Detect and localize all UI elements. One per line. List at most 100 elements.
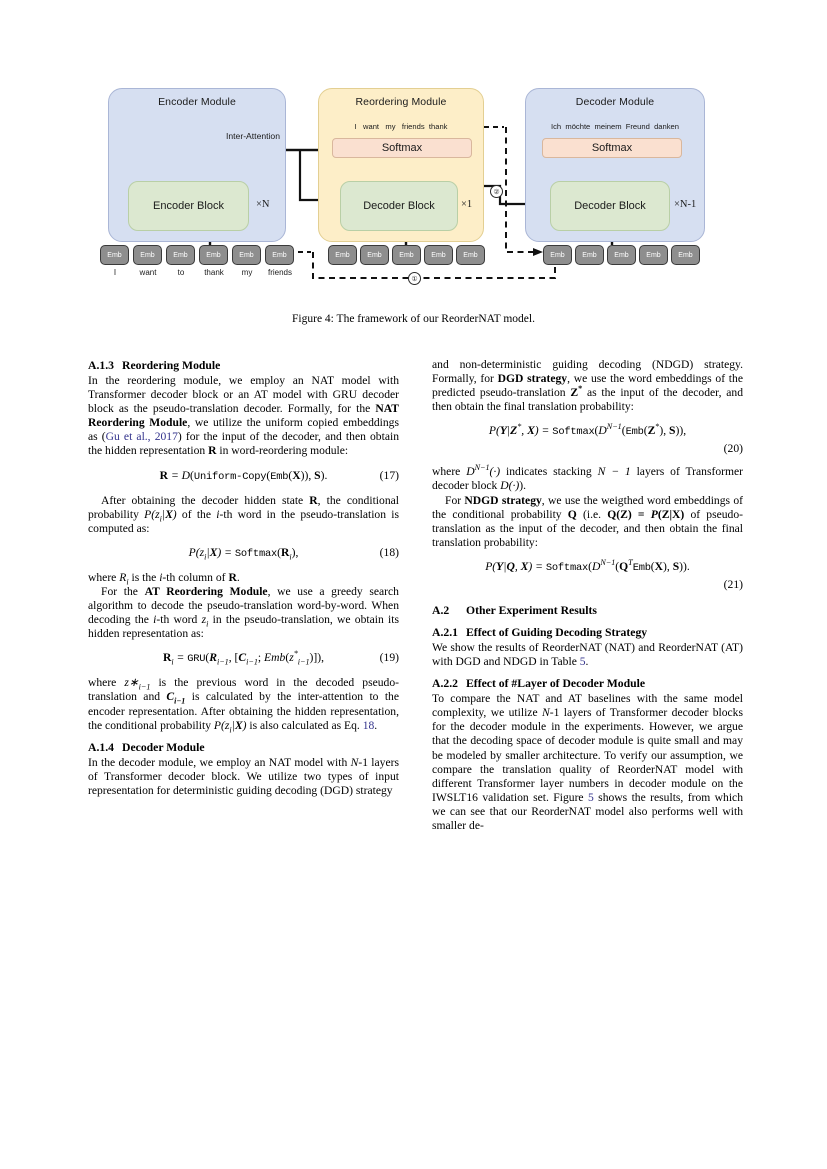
pseudo-token: my xyxy=(385,122,396,131)
encoder-repeat-label: ×N xyxy=(256,199,270,210)
target-token: meinem xyxy=(594,122,622,131)
paragraph-at-reordering: For the AT Reordering Module, we use a g… xyxy=(88,585,399,641)
text-run: For the xyxy=(101,584,145,598)
math-symbol-C: Ci−1 xyxy=(166,690,186,706)
emb-box: Emb xyxy=(232,245,261,265)
heading-a-2-1-number: A.2.1 xyxy=(432,625,458,639)
text-run: shows the results, from which we can see… xyxy=(432,790,743,832)
heading-a-2-1-title: Effect of Guiding Decoding Strategy xyxy=(466,625,648,639)
text-bold-at-reordering-module: AT Reordering Module xyxy=(144,584,268,598)
heading-a-1-3: A.1.3 Reordering Module xyxy=(88,358,399,373)
text-run: is also calculated as Eq. xyxy=(246,718,363,732)
equation-18: P(zi|X) = Softmax(Ri), (18) xyxy=(188,545,399,562)
decoder-softmax-box: Softmax xyxy=(542,138,682,158)
pseudo-token: friends xyxy=(401,122,425,131)
reordering-decoder-block: Decoder Block xyxy=(340,181,458,231)
flow-marker-1: ① xyxy=(408,272,421,285)
paragraph-where-D: where DN−1(·) indicates stacking N − 1 l… xyxy=(432,464,743,493)
emb-box: Emb xyxy=(265,245,294,265)
math-symbol-N: N xyxy=(350,755,359,769)
decoder-module-title: Decoder Module xyxy=(575,96,655,108)
equation-17: R = D(Uniform-Copy(Emb(X)), S). (17) xyxy=(159,468,399,483)
text-bold-dgd-strategy: DGD strategy xyxy=(497,372,568,386)
text-run: To compare the NAT and AT baselines with… xyxy=(432,692,743,720)
encoder-module-title: Encoder Module xyxy=(158,96,236,108)
emb-box: Emb xyxy=(100,245,129,265)
paragraph-reordering-intro: In the reordering module, we employ an N… xyxy=(88,374,399,459)
emb-box: Emb xyxy=(639,245,668,265)
equation-18-tag: (18) xyxy=(379,545,399,559)
paragraph-layer-count-analysis: To compare the NAT and AT baselines with… xyxy=(432,692,743,833)
equation-17-tag: (17) xyxy=(379,468,399,482)
text-bold-nat-reordering-module: NAT Reordering Module xyxy=(88,402,399,430)
text-run: where xyxy=(432,465,467,479)
emb-box: Emb xyxy=(543,245,572,265)
emb-box: Emb xyxy=(199,245,228,265)
pseudo-token: I xyxy=(354,122,357,131)
equation-20-tag: (20) xyxy=(723,442,743,456)
text-run: indicates stacking xyxy=(500,465,598,479)
heading-a-1-4-number: A.1.4 xyxy=(88,740,114,754)
emb-box: Emb xyxy=(133,245,162,265)
math-symbol-Z-star: Z* xyxy=(570,384,583,400)
text-run: , we use a greedy search algorithm to de… xyxy=(88,584,399,627)
math-symbol-zi: zi xyxy=(201,613,209,629)
source-token: want xyxy=(139,268,157,277)
text-run: -th column of xyxy=(162,570,229,584)
emb-box: Emb xyxy=(575,245,604,265)
pseudo-token: thank xyxy=(428,122,448,131)
math-symbol-R: R xyxy=(309,493,318,507)
source-token: thank xyxy=(204,268,224,277)
text-run: in the pseudo-translation, we obtain its… xyxy=(88,613,399,641)
equation-20: P(Y|Z*, X) = Softmax(DN−1(Emb(Z*), S)), … xyxy=(432,423,743,456)
heading-a-1-3-number: A.1.3 xyxy=(88,359,114,372)
text-run: as the input of the decoder, and then ob… xyxy=(432,386,743,414)
emb-box: Emb xyxy=(456,245,485,265)
math-prob-inline: P(zi|X) xyxy=(144,507,177,523)
emb-box: Emb xyxy=(360,245,389,265)
decoder-output-sequence: Ich möchte meinem Freund danken xyxy=(525,122,705,131)
text-run: -1 layers of Transformer decoder blocks … xyxy=(432,706,743,804)
text-run: . xyxy=(236,570,240,584)
emb-box: Emb xyxy=(424,245,453,265)
equation-19: Ri = GRU(Ri−1, [Ci−1; Emb(z*i−1)]), (19) xyxy=(162,649,399,667)
decoder-repeat-label: ×N-1 xyxy=(674,199,697,210)
encoder-block: Encoder Block xyxy=(128,181,249,231)
heading-a-1-4: A.1.4 Decoder Module xyxy=(88,740,399,755)
emb-box: Emb xyxy=(328,245,357,265)
text-run: ) for the input of the decoder, and then… xyxy=(88,430,399,458)
citation-link[interactable]: Gu et al., 2017 xyxy=(105,430,178,444)
text-run: -th word xyxy=(156,613,202,627)
text-run: layers of Transformer decoder block xyxy=(432,465,743,493)
equation-reference-link[interactable]: 18 xyxy=(362,718,375,732)
text-run: (i.e. xyxy=(576,507,608,521)
paragraph-where-ri: where Ri is the i-th column of R. xyxy=(88,570,399,586)
reordering-softmax-box: Softmax xyxy=(332,138,472,158)
right-text-column: and non-deterministic guiding decoding (… xyxy=(432,358,743,833)
emb-box: Emb xyxy=(607,245,636,265)
text-run: of pseudo-translation as the input of th… xyxy=(432,507,743,549)
text-run: ). xyxy=(519,479,527,493)
math-symbol-i: i xyxy=(216,507,220,521)
text-run: is the previous word in the decoded pseu… xyxy=(88,676,399,704)
paragraph-ndgd-strategy: For NDGD strategy, we use the weigthed w… xyxy=(432,494,743,550)
paragraph-hidden-state: After obtaining the decoder hidden state… xyxy=(88,494,399,536)
emb-box: Emb xyxy=(392,245,421,265)
math-symbol-N: N xyxy=(542,706,550,720)
paragraph-decoder-module: In the decoder module, we employ an NAT … xyxy=(88,756,399,798)
math-symbol-QZ: Q(Z) = P(Z|X) xyxy=(607,507,685,521)
source-token: friends xyxy=(267,268,292,277)
table-reference-link[interactable]: 5 xyxy=(579,655,586,669)
left-text-column: A.1.3 Reordering Module In the reordering… xyxy=(88,358,399,798)
heading-a-2-number: A.2 xyxy=(432,603,450,617)
math-symbol-i: i xyxy=(153,613,157,627)
heading-a-1-4-title: Decoder Module xyxy=(122,740,205,754)
target-token: danken xyxy=(654,122,679,131)
figure-reference-link[interactable]: 5 xyxy=(587,790,594,804)
text-run: , the conditional probability xyxy=(88,493,399,521)
heading-a-1-3-title: Reordering Module xyxy=(122,359,221,372)
text-run: -1 layers of Transformer decoder block. … xyxy=(88,755,399,797)
figure-4-diagram: Encoder Module Inter-Attention Encoder B… xyxy=(100,82,727,292)
reordering-repeat-label: ×1 xyxy=(461,199,473,210)
